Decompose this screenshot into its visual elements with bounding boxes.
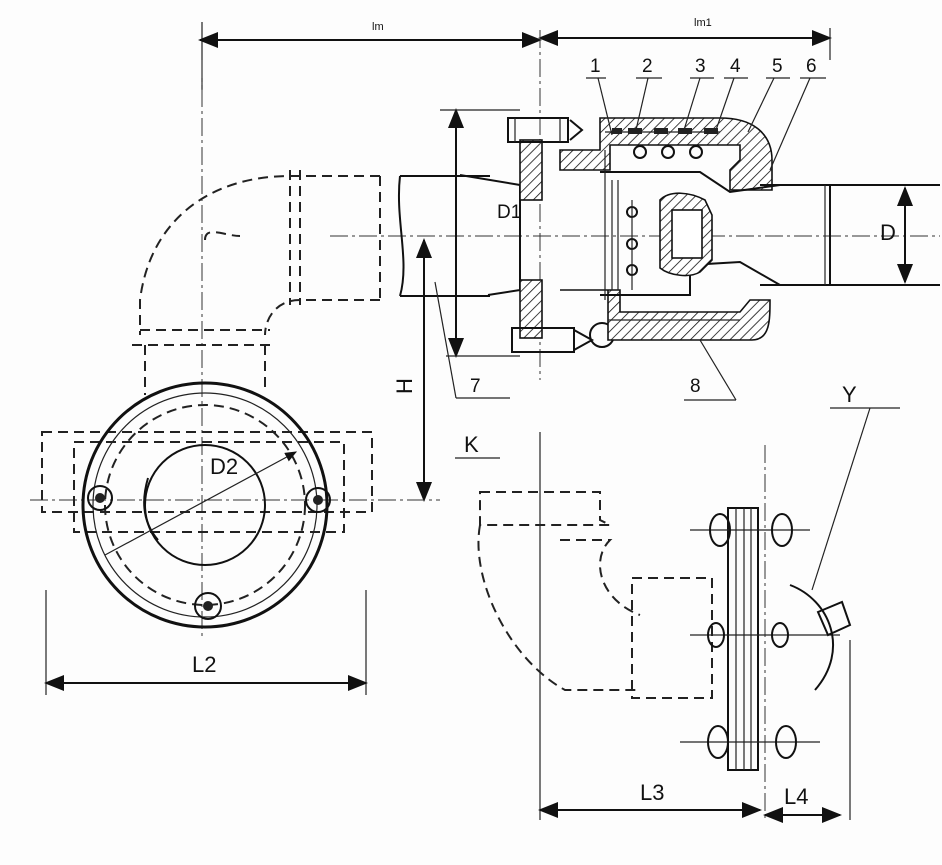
- label-d2: D2: [210, 454, 238, 479]
- dim-lm-label: lm: [372, 21, 384, 33]
- elbow-pipe-dashed: [132, 170, 381, 395]
- part-label-7: 7: [470, 376, 481, 397]
- flange-bolt-middle: [690, 622, 840, 648]
- view-k: K Y: [455, 382, 900, 823]
- dimension-lm1: lm1: [538, 17, 832, 60]
- label-l3: L3: [640, 780, 664, 805]
- part-label-5: 5: [772, 56, 783, 77]
- label-k: K: [464, 432, 479, 457]
- label-h: H: [392, 378, 417, 394]
- dimension-d1: [440, 108, 520, 358]
- dim-lm1-label: lm1: [694, 17, 712, 29]
- rotary-joint-section: [507, 117, 940, 353]
- part-label-8: 8: [690, 376, 701, 397]
- flange-front-view: D2 L2: [30, 381, 440, 695]
- part-label-2: 2: [642, 56, 653, 77]
- part-callouts: 1 2 3 4 5 6 7 8: [434, 56, 826, 401]
- connecting-pipe: D1: [397, 174, 521, 297]
- part-label-3: 3: [695, 56, 706, 77]
- part-label-6: 6: [806, 56, 817, 77]
- flange-bolt-bottom: [680, 725, 820, 759]
- part-label-1: 1: [590, 56, 601, 77]
- label-l2: L2: [192, 652, 216, 677]
- dimension-lm: lm: [198, 21, 542, 90]
- dimension-d: D: [880, 186, 913, 284]
- dimension-h: H: [392, 238, 432, 502]
- label-d: D: [880, 220, 896, 245]
- flange-bolt-top: [690, 513, 810, 547]
- label-l4: L4: [784, 784, 808, 809]
- label-d1: D1: [497, 202, 521, 223]
- part-label-4: 4: [730, 56, 741, 77]
- label-y: Y: [842, 382, 857, 407]
